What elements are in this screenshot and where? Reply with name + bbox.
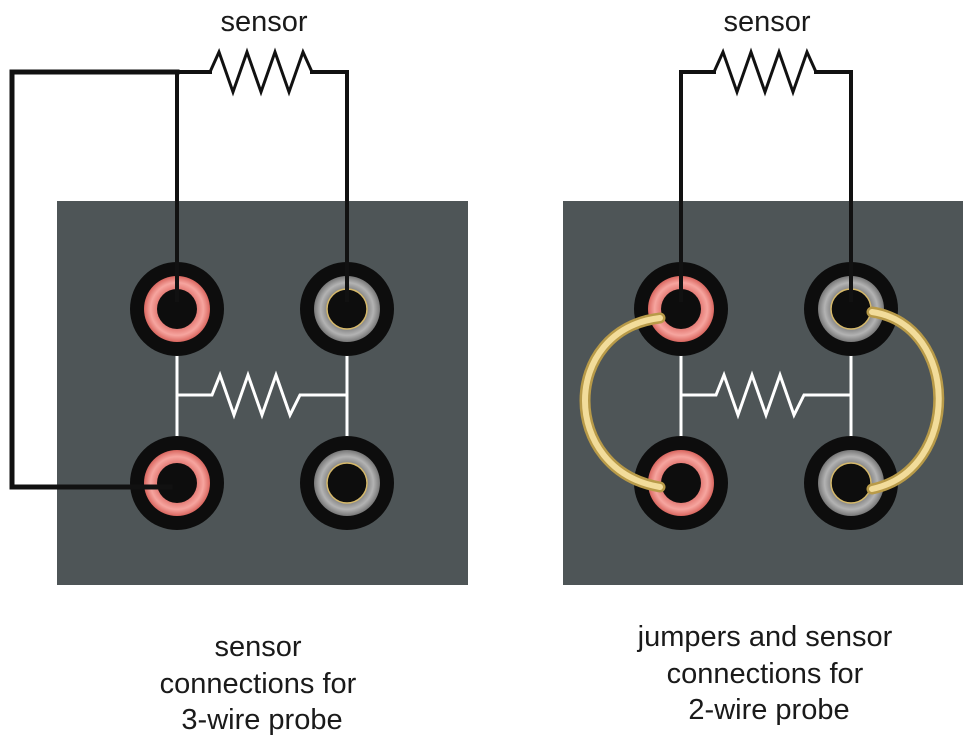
left-sensor-wire-right (310, 70, 349, 302)
right-sensor-wire-left (679, 70, 716, 302)
left-panel (57, 201, 468, 585)
right-terminal-bottom-right[interactable] (804, 436, 898, 530)
left-sensor-label: sensor (220, 6, 307, 38)
left-terminal-top-right[interactable] (300, 262, 394, 356)
right-terminal-top-left[interactable] (634, 262, 728, 356)
right-jumper-right[interactable] (866, 306, 945, 495)
right-caption-line-1: jumpers and sensor (637, 621, 893, 653)
right-sensor-resistor (712, 47, 818, 97)
right-terminal-bottom-left[interactable] (634, 436, 728, 530)
right-sensor-label: sensor (723, 6, 810, 38)
right-caption: jumpers and sensor connections for 2-wir… (637, 621, 901, 726)
right-caption-line-2: connections for (667, 658, 864, 690)
left-third-wire (9, 69, 180, 490)
left-internal-resistor (175, 355, 349, 442)
left-diagram: sensor sensor connections for 3-wire pro… (9, 6, 468, 736)
left-caption: sensor connections for 3-wire probe (160, 631, 365, 736)
right-panel (563, 201, 963, 585)
left-terminal-top-left[interactable] (130, 262, 224, 356)
right-caption-line-3: 2-wire probe (688, 694, 849, 726)
left-terminal-bottom-left[interactable] (130, 436, 224, 530)
left-sensor-resistor (208, 47, 314, 97)
left-caption-line-1: sensor (214, 631, 301, 663)
right-jumper-left[interactable] (579, 312, 666, 493)
right-internal-resistor (679, 355, 853, 442)
right-sensor-wire-right (814, 70, 853, 302)
left-caption-line-2: connections for (160, 668, 357, 700)
left-terminal-bottom-right[interactable] (300, 436, 394, 530)
left-caption-line-3: 3-wire probe (181, 704, 342, 736)
right-diagram: sensor jumpers and sensor connections fo… (563, 6, 963, 726)
